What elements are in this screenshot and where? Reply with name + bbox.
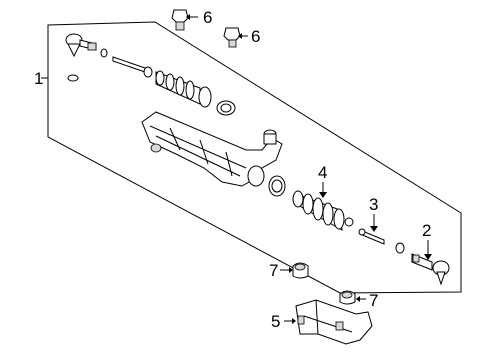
- callout-6b: 6: [251, 27, 260, 46]
- heat-shield: [295, 299, 373, 345]
- bolt-lower: [223, 27, 241, 48]
- left-tie-rod-end: [65, 33, 97, 82]
- callout-2-arrow: [424, 254, 432, 260]
- callout-7a-arrow: [289, 267, 293, 273]
- right-tie-rod-end: [411, 253, 450, 286]
- callout-3: 3: [369, 195, 378, 214]
- rack-housing: [141, 111, 283, 187]
- mount-bushing-left: [292, 262, 309, 279]
- callout-3-arrow: [370, 226, 378, 232]
- boot-clamp-right: [268, 175, 286, 197]
- callout-4-arrow: [319, 192, 327, 198]
- callout-5: 5: [271, 312, 280, 331]
- bolt-upper: [171, 9, 189, 31]
- callout-6a: 6: [203, 8, 212, 27]
- callout-4: 4: [318, 163, 327, 182]
- boot-clamp-left: [216, 100, 236, 116]
- callout-5-arrow: [292, 318, 296, 324]
- callout-7a: 7: [269, 261, 278, 280]
- right-boot: [292, 190, 354, 231]
- left-boot: [155, 70, 212, 108]
- right-inner-tie-rod: [358, 228, 405, 254]
- callout-7b-arrow: [356, 296, 360, 302]
- left-inner-tie-rod: [100, 48, 153, 78]
- callout-2: 2: [422, 221, 431, 240]
- callout-6a-arrow: [186, 14, 190, 20]
- callout-7b: 7: [369, 291, 378, 310]
- mount-bushing-right: [339, 290, 356, 305]
- callout-1: 1: [34, 69, 43, 88]
- assembly-boundary: [47, 21, 462, 294]
- callout-6b-arrow: [238, 33, 242, 39]
